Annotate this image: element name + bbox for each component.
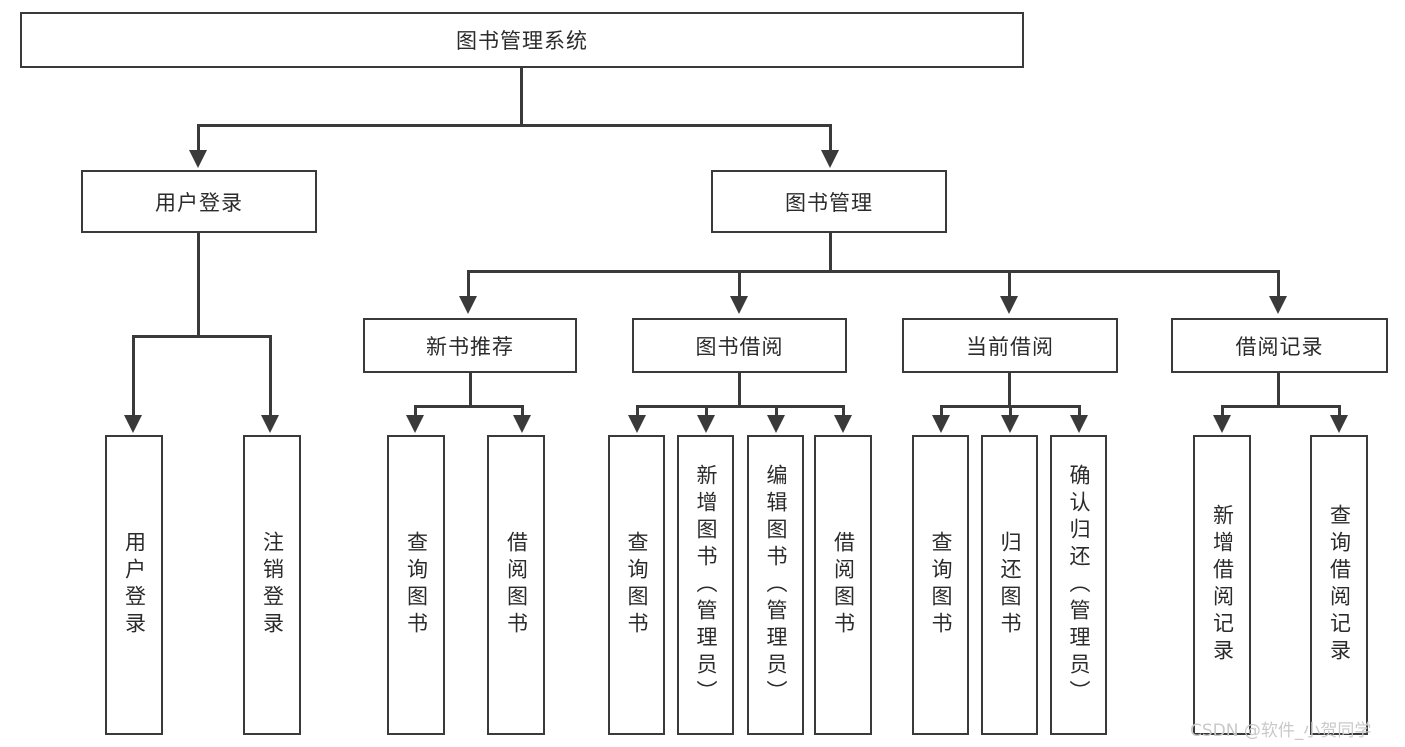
leaf-record-query-record[interactable]: 查询借阅记录 <box>1310 435 1368 735</box>
leaf-borrow-query-book[interactable]: 查询图书 <box>608 435 665 735</box>
edge-root-bar <box>197 124 832 127</box>
arrow-user-login-right <box>261 415 279 433</box>
arrow-book-mgmt-c2 <box>730 296 748 314</box>
edge-new-book-bar <box>414 405 524 408</box>
edge-root-to-user-login <box>197 124 200 152</box>
edge-user-login-stem <box>197 233 200 335</box>
edge-root-to-book-mgmt <box>829 124 832 152</box>
edge-current-borrow-l2 <box>1009 405 1012 417</box>
csdn-watermark: CSDN @软件_小贺同学 <box>1190 721 1372 741</box>
edge-book-borrow-l2 <box>705 405 708 417</box>
leaf-borrow-edit-book-admin[interactable]: 编辑图书（管理员） <box>747 435 804 735</box>
leaf-user-login[interactable]: 用户登录 <box>105 435 163 735</box>
arrow-book-mgmt-c4 <box>1269 296 1287 314</box>
node-new-book-recommend[interactable]: 新书推荐 <box>363 318 577 373</box>
edge-book-mgmt-c2 <box>738 270 741 298</box>
edge-book-mgmt-c3 <box>1008 270 1011 298</box>
edge-current-borrow-l1 <box>940 405 943 417</box>
arrow-book-mgmt-c1 <box>459 296 477 314</box>
edge-user-login-bar <box>132 335 271 338</box>
arrow-borrow-record-l2 <box>1330 415 1348 433</box>
arrow-root-to-user-login <box>189 150 207 168</box>
arrow-new-book-l1 <box>406 415 424 433</box>
arrow-borrow-record-l1 <box>1213 415 1231 433</box>
edge-current-borrow-l3 <box>1078 405 1081 417</box>
edge-user-login-left <box>132 335 135 417</box>
node-root-system[interactable]: 图书管理系统 <box>20 12 1024 68</box>
node-book-borrow[interactable]: 图书借阅 <box>632 318 847 373</box>
arrow-new-book-l2 <box>513 415 531 433</box>
edge-book-borrow-stem <box>738 373 741 405</box>
leaf-borrow-add-book-admin[interactable]: 新增图书（管理员） <box>677 435 734 735</box>
arrow-book-borrow-l3 <box>767 415 785 433</box>
leaf-borrow-borrow-book[interactable]: 借阅图书 <box>814 435 872 735</box>
node-current-borrow[interactable]: 当前借阅 <box>902 318 1118 373</box>
arrow-current-borrow-l3 <box>1070 415 1088 433</box>
node-borrow-record[interactable]: 借阅记录 <box>1171 318 1388 373</box>
edge-book-borrow-l1 <box>636 405 639 417</box>
edge-book-mgmt-stem <box>829 233 832 270</box>
edge-user-login-right <box>269 335 272 417</box>
arrow-book-mgmt-c3 <box>1000 296 1018 314</box>
edge-new-book-l2 <box>521 405 524 417</box>
leaf-newbook-query-book[interactable]: 查询图书 <box>387 435 445 735</box>
edge-borrow-record-l1 <box>1221 405 1224 417</box>
leaf-current-return-book[interactable]: 归还图书 <box>981 435 1038 735</box>
arrow-user-login-left <box>124 415 142 433</box>
node-user-login[interactable]: 用户登录 <box>81 170 317 233</box>
leaf-record-add-record[interactable]: 新增借阅记录 <box>1193 435 1251 735</box>
edge-book-borrow-l3 <box>775 405 778 417</box>
edge-new-book-l1 <box>414 405 417 417</box>
arrow-book-borrow-l4 <box>834 415 852 433</box>
leaf-current-confirm-return-admin[interactable]: 确认归还（管理员） <box>1050 435 1107 735</box>
arrow-root-to-book-mgmt <box>821 150 839 168</box>
leaf-newbook-borrow-book[interactable]: 借阅图书 <box>487 435 545 735</box>
edge-borrow-record-stem <box>1277 373 1280 405</box>
leaf-current-query-book[interactable]: 查询图书 <box>912 435 969 735</box>
edge-current-borrow-stem <box>1008 373 1011 405</box>
arrow-current-borrow-l1 <box>932 415 950 433</box>
leaf-logout[interactable]: 注销登录 <box>243 435 301 735</box>
edge-borrow-record-bar <box>1221 405 1340 408</box>
edge-book-borrow-l4 <box>842 405 845 417</box>
arrow-book-borrow-l1 <box>628 415 646 433</box>
arrow-book-borrow-l2 <box>697 415 715 433</box>
edge-borrow-record-l2 <box>1338 405 1341 417</box>
arrow-current-borrow-l2 <box>1001 415 1019 433</box>
edge-book-mgmt-bar <box>467 270 1280 273</box>
node-book-management[interactable]: 图书管理 <box>711 170 947 233</box>
edge-root-stem <box>520 68 523 124</box>
edge-book-mgmt-c1 <box>467 270 470 298</box>
edge-book-borrow-bar <box>636 405 844 408</box>
edge-new-book-stem <box>469 373 472 405</box>
edge-book-mgmt-c4 <box>1277 270 1280 298</box>
